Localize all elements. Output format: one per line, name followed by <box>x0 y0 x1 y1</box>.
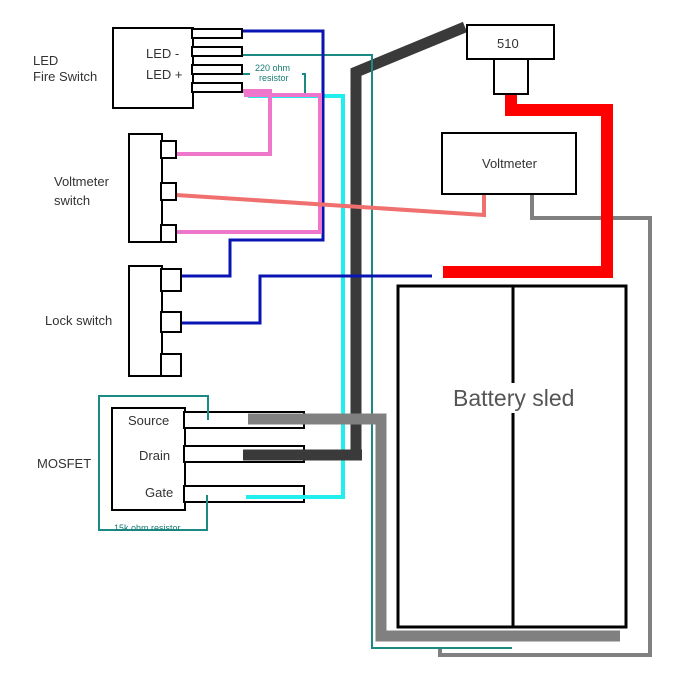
lock-switch[interactable] <box>128 265 163 377</box>
connector-510-label: 510 <box>497 36 519 51</box>
led-pink-wire-a <box>172 89 272 156</box>
voltmeter-label: Voltmeter <box>482 156 538 171</box>
led-fire-switch-pin-2 <box>191 46 243 57</box>
gate-label: Gate <box>145 485 173 500</box>
lock-switch-pin-1 <box>160 268 182 292</box>
voltmeter-switch-pin-3 <box>160 224 177 243</box>
voltmeter <box>441 132 577 195</box>
led-minus-label: LED - <box>146 46 179 61</box>
battery-sled-label-bg <box>450 383 582 413</box>
drain-label: Drain <box>139 448 170 463</box>
resistor-15k-label: 15k ohm resistor <box>114 523 181 533</box>
led-fire-switch-pin-1 <box>191 28 243 39</box>
mosfet-gate-pin <box>183 485 305 503</box>
led-fire-switch-pin-3 <box>191 64 243 75</box>
voltmeter-ground-wire <box>438 194 652 657</box>
connector-510-pin <box>493 57 529 95</box>
battery-positive-wire <box>443 93 613 278</box>
voltmeter-switch-pin-2 <box>160 182 177 201</box>
resistor-220-label-1: 220 ohm <box>255 63 290 73</box>
source-label: Source <box>128 413 169 428</box>
lock-top-wire <box>180 29 325 278</box>
mosfet <box>111 407 186 511</box>
voltmeter-switch[interactable] <box>128 133 163 243</box>
voltmeter-switch-label-1: Voltmeter <box>54 174 110 189</box>
lock-switch-pin-2 <box>160 311 182 333</box>
resistor-220-label-2: resistor <box>259 73 289 83</box>
resistor-220-label-bg <box>250 62 302 84</box>
led-fire-switch-label-1: LED <box>33 53 58 68</box>
mosfet-label: MOSFET <box>37 456 91 471</box>
led-fire-switch-pin-4 <box>191 82 243 93</box>
lock-switch-label: Lock switch <box>45 313 112 328</box>
voltmeter-switch-pin-1 <box>160 140 177 159</box>
led-pink-wire-b <box>176 93 322 234</box>
lock-switch-pin-3 <box>160 353 182 377</box>
voltmeter-sense-wire <box>175 193 486 218</box>
voltmeter-switch-label-2: switch <box>54 193 90 208</box>
led-plus-label: LED + <box>146 67 183 82</box>
lock-mid-wire <box>180 274 432 325</box>
led-fire-switch-label-2: Fire Switch <box>33 69 97 84</box>
connector-510 <box>466 24 555 60</box>
led-minus-wire <box>242 54 512 649</box>
battery-sled-label: Battery sled <box>453 385 574 411</box>
